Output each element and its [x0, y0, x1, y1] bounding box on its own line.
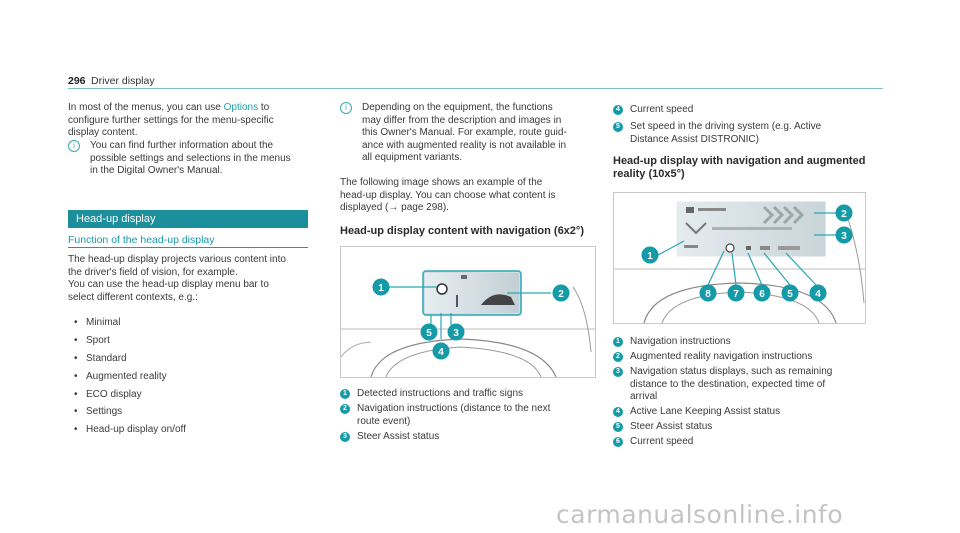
options-link[interactable]: Options	[223, 102, 259, 113]
svg-text:8: 8	[705, 289, 711, 300]
svg-text:7: 7	[733, 289, 739, 300]
svg-text:4: 4	[815, 289, 821, 300]
callout-6: 6	[753, 284, 771, 302]
callout-2: 2	[835, 204, 853, 222]
list-item: Minimal	[68, 317, 308, 335]
svg-text:1: 1	[378, 283, 384, 294]
callout-7: 7	[727, 284, 745, 302]
svg-text:3: 3	[841, 231, 847, 242]
info-note-icon: i	[340, 102, 352, 114]
header-divider	[68, 88, 883, 89]
svg-text:3: 3	[453, 328, 459, 339]
equipment-note: i Depending on the equipment, the functi…	[340, 102, 600, 165]
hud-6x2-illustration: 1 2 5 3 4	[340, 270, 595, 378]
list-item: Sport	[68, 335, 308, 353]
info-note-icon: i	[68, 140, 80, 152]
list-item: Head-up display on/off	[68, 424, 308, 442]
function-paragraph: The head-up display projects various con…	[68, 254, 286, 303]
callout-5: 5	[420, 323, 438, 341]
watermark: carmanualsonline.info	[556, 500, 844, 529]
callout-3: 3	[447, 323, 465, 341]
list-item: Standard	[68, 353, 308, 371]
intro-paragraph: In most of the menus, you can use Option…	[68, 102, 274, 139]
callout-3: 3	[835, 226, 853, 244]
context-list: Minimal Sport Standard Augmented reality…	[68, 317, 308, 442]
page-header-title: Driver display	[91, 75, 155, 87]
section-title-bar: Head-up display	[68, 210, 308, 228]
svg-text:5: 5	[787, 289, 793, 300]
callout-4: 4	[809, 284, 827, 302]
list-item: Augmented reality	[68, 371, 308, 389]
figure1-heading: Head-up display content with navigation …	[340, 225, 584, 237]
callout-4: 4	[432, 342, 450, 360]
callout-8: 8	[699, 284, 717, 302]
hud-6x2-figure: 1 2 5 3 4	[340, 246, 596, 378]
image-intro-paragraph: The following image shows an example of …	[340, 177, 556, 214]
svg-text:6: 6	[759, 289, 765, 300]
info-note: i You can find further information about…	[68, 140, 318, 178]
callout-1: 1	[372, 278, 390, 296]
callout-5: 5	[781, 284, 799, 302]
svg-text:2: 2	[841, 209, 847, 220]
svg-text:5: 5	[426, 328, 432, 339]
svg-text:4: 4	[438, 347, 444, 358]
svg-text:2: 2	[558, 289, 564, 300]
subsection-title: Function of the head-up display	[68, 234, 215, 246]
callout-2: 2	[552, 284, 570, 302]
list-item: Settings	[68, 406, 308, 424]
list-item: ECO display	[68, 389, 308, 407]
hud-10x5-illustration: 1 2 3 8 7 6 5 4	[614, 200, 865, 324]
figure2-heading: Head-up display with navigation and augm…	[613, 155, 866, 180]
page-number: 296	[68, 75, 86, 87]
subsection-divider	[68, 247, 308, 248]
hud-10x5-figure: 1 2 3 8 7 6 5 4	[613, 192, 866, 324]
callout-1: 1	[641, 246, 659, 264]
svg-text:1: 1	[647, 251, 653, 262]
